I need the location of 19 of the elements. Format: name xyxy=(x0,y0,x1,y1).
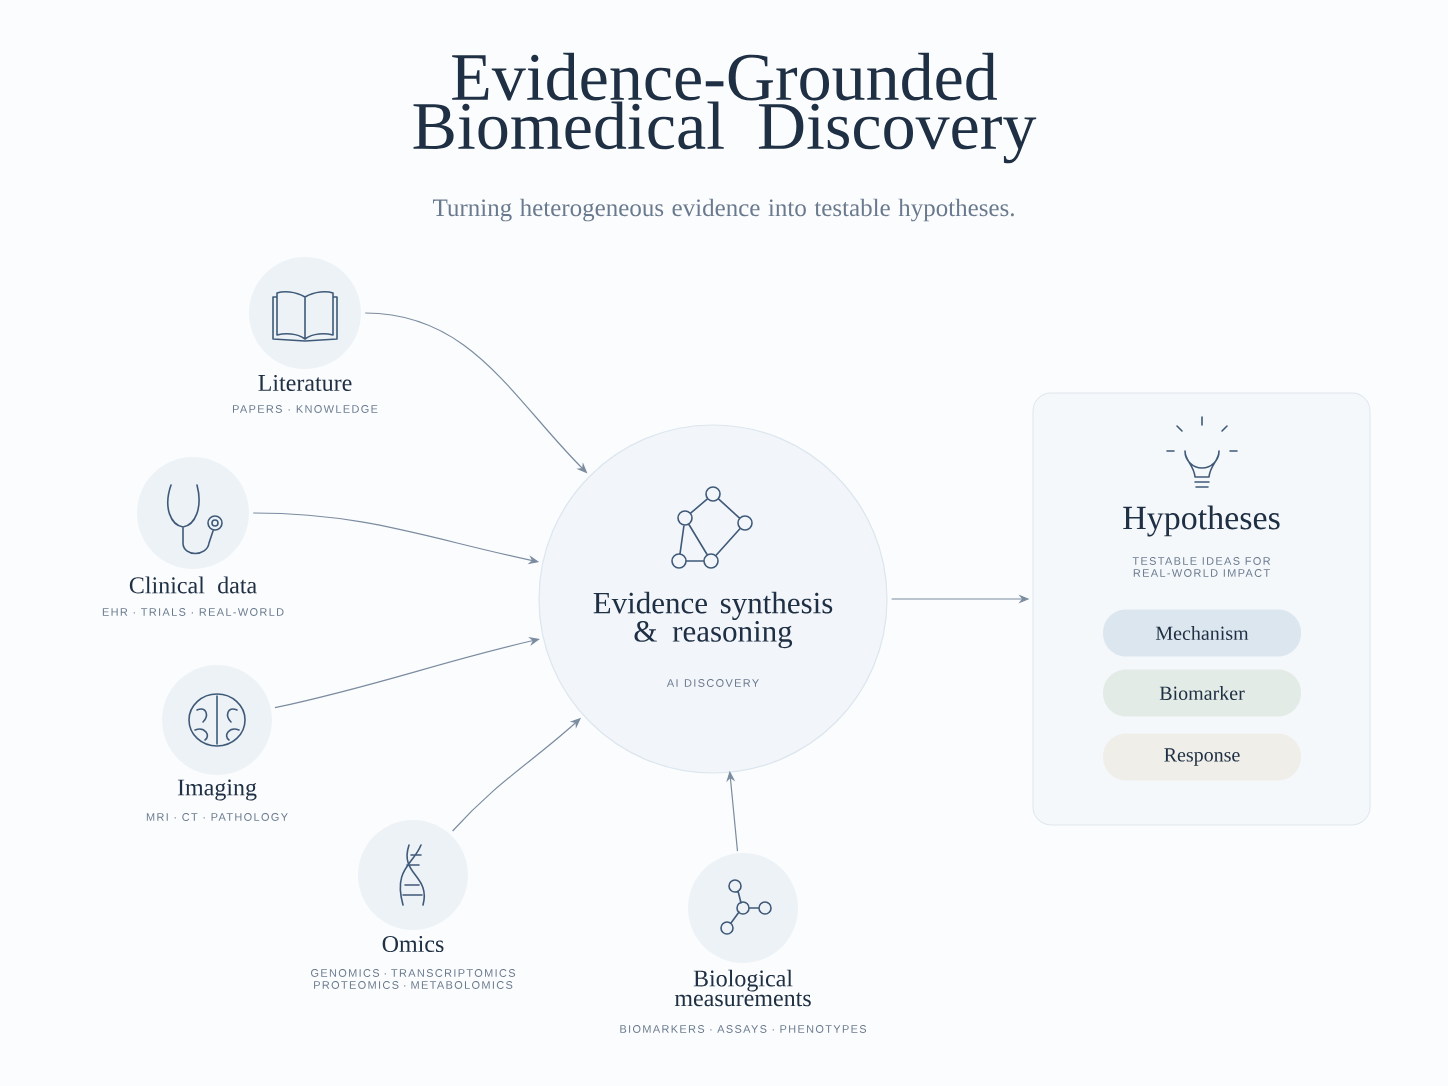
card-title: Hypotheses xyxy=(1123,505,1280,537)
pill: Response xyxy=(1103,733,1301,781)
source-subtitle: MRI · CT · PATHOLOGY xyxy=(146,813,288,821)
source-subtitle: BIOMARKERS · ASSAYS · PHENOTYPES xyxy=(620,1025,867,1033)
title: Evidence-Grounded Biomedical Discovery xyxy=(413,52,1037,164)
pill: Biomarker xyxy=(1103,669,1301,717)
source-subtitle: GENOMICS · TRANSCRIPTOMICS PROTEOMICS · METABOLOMICS xyxy=(311,969,516,989)
source-title: Imaging xyxy=(177,779,257,801)
source-subtitle: PAPERS · KNOWLEDGE xyxy=(233,405,378,413)
hub-title: Evidence synthesis & reasoning xyxy=(593,591,833,649)
subtitle: Turning heterogeneous evidence into testable hypotheses. xyxy=(433,198,1014,222)
card-subtitle: TESTABLE IDEAS FOR REAL-WORLD IMPACT xyxy=(1132,557,1271,577)
source-subtitle: EHR · TRIALS · REAL-WORLD xyxy=(102,608,284,616)
source-title: Literature xyxy=(258,374,352,392)
pill: Mechanism xyxy=(1103,609,1301,657)
source-title: Clinical data xyxy=(129,576,257,594)
hub-subtitle: AI DISCOVERY xyxy=(666,679,759,687)
source-title: Omics xyxy=(382,935,444,953)
source-title: Biological measurements xyxy=(674,969,811,1007)
